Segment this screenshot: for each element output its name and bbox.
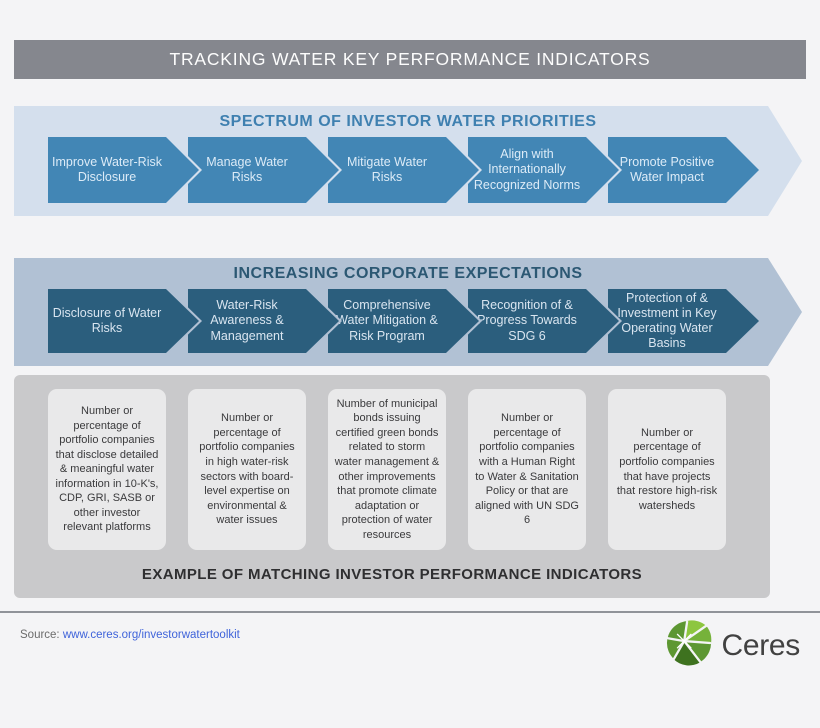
- expectation-step-label: Recognition of & Progress Towards SDG 6: [477, 298, 577, 343]
- expectation-step-5: Protection of & Investment in Key Operat…: [608, 289, 726, 353]
- spectrum-step-label: Improve Water-Risk Disclosure: [52, 154, 162, 184]
- ceres-wordmark: Ceres: [721, 628, 800, 662]
- footer: Source: www.ceres.org/investorwatertoolk…: [0, 613, 820, 671]
- page-title: TRACKING WATER KEY PERFORMANCE INDICATOR…: [14, 40, 806, 79]
- indicator-card-4: Number or percentage of portfolio compan…: [468, 389, 586, 550]
- spectrum-step-label: Mitigate Water Risks: [346, 154, 428, 184]
- spectrum-step-5: Promote Positive Water Impact: [608, 137, 726, 203]
- spectrum-steps: Improve Water-Risk Disclosure Manage Wat…: [14, 137, 802, 203]
- ceres-leaf-icon: [666, 620, 712, 671]
- expectation-step-1: Disclosure of Water Risks: [48, 289, 166, 353]
- spectrum-band: SPECTRUM OF INVESTOR WATER PRIORITIES Im…: [14, 106, 802, 216]
- indicators-section: Number or percentage of portfolio compan…: [14, 375, 770, 598]
- spectrum-step-label: Promote Positive Water Impact: [619, 154, 715, 184]
- expectation-step-2: Water-Risk Awareness & Management: [188, 289, 306, 353]
- expectation-step-label: Disclosure of Water Risks: [52, 305, 162, 335]
- indicators-caption: EXAMPLE OF MATCHING INVESTOR PERFORMANCE…: [141, 565, 643, 583]
- spectrum-step-label: Align with Internationally Recognized No…: [473, 147, 581, 192]
- expectations-band: INCREASING CORPORATE EXPECTATIONS Disclo…: [14, 258, 802, 366]
- spectrum-step-3: Mitigate Water Risks: [328, 137, 446, 203]
- expectation-step-4: Recognition of & Progress Towards SDG 6: [468, 289, 586, 353]
- indicator-card-2: Number or percentage of portfolio compan…: [188, 389, 306, 550]
- expectation-step-label: Water-Risk Awareness & Management: [210, 298, 284, 343]
- spectrum-step-2: Manage Water Risks: [188, 137, 306, 203]
- ceres-logo: Ceres: [666, 620, 800, 671]
- expectation-step-3: Comprehensive Water Mitigation & Risk Pr…: [328, 289, 446, 353]
- divider: [0, 611, 820, 613]
- expectation-steps: Disclosure of Water Risks Water-Risk Awa…: [14, 289, 802, 353]
- indicator-cards: Number or percentage of portfolio compan…: [14, 375, 770, 550]
- indicator-card-3: Number of municipal bonds issuing certif…: [328, 389, 446, 550]
- source-line: Source: www.ceres.org/investorwatertoolk…: [20, 629, 240, 641]
- expectation-step-label: Comprehensive Water Mitigation & Risk Pr…: [336, 298, 438, 343]
- indicator-card-5: Number or percentage of portfolio compan…: [608, 389, 726, 550]
- spectrum-step-4: Align with Internationally Recognized No…: [468, 137, 586, 203]
- spectrum-step-label: Manage Water Risks: [206, 154, 288, 184]
- indicator-card-1: Number or percentage of portfolio compan…: [48, 389, 166, 550]
- source-link[interactable]: www.ceres.org/investorwatertoolkit: [62, 629, 240, 641]
- source-label: Source:: [20, 629, 60, 641]
- expectations-band-title: INCREASING CORPORATE EXPECTATIONS: [233, 265, 583, 282]
- spectrum-band-title: SPECTRUM OF INVESTOR WATER PRIORITIES: [219, 113, 597, 130]
- infographic: TRACKING WATER KEY PERFORMANCE INDICATOR…: [0, 40, 820, 671]
- expectation-step-label: Protection of & Investment in Key Operat…: [617, 290, 717, 351]
- spectrum-step-1: Improve Water-Risk Disclosure: [48, 137, 166, 203]
